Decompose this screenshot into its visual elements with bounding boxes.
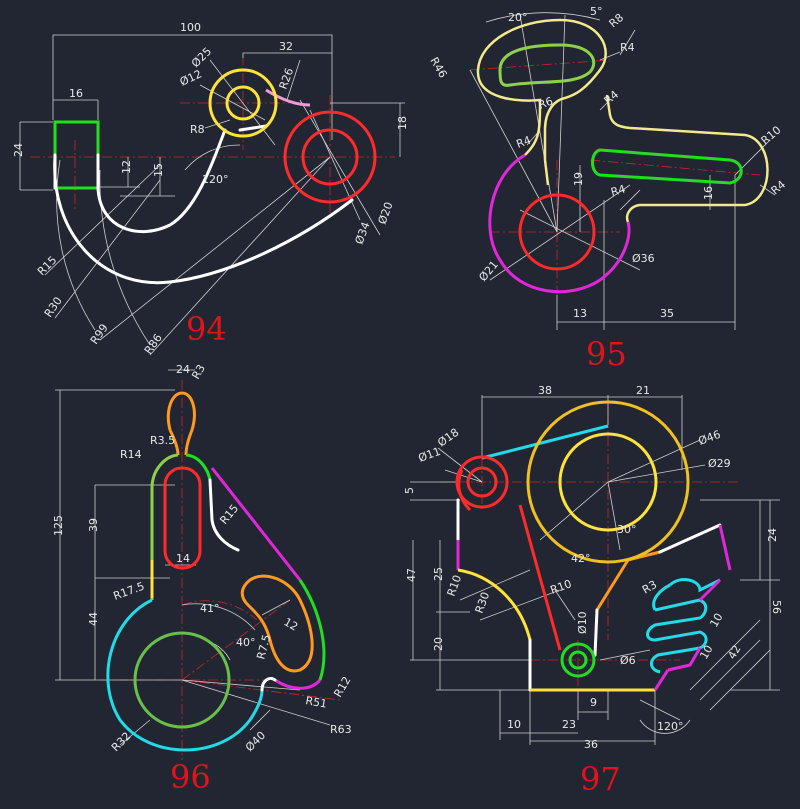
dim-r15: R15 bbox=[35, 254, 59, 278]
dim-dia40: Ø40 bbox=[243, 729, 268, 754]
dim-39: 39 bbox=[87, 518, 100, 532]
drawing-number-95: 95 bbox=[586, 335, 627, 373]
dim-120deg: 120° bbox=[657, 720, 684, 733]
dim-20: 20 bbox=[432, 637, 445, 651]
dim-38: 38 bbox=[538, 384, 552, 397]
drawing-94: 100 32 16 24 Ø25 Ø12 R26 R8 18 12 15 120… bbox=[12, 21, 409, 357]
dim-20deg: 20° bbox=[508, 11, 528, 24]
dim-r3: R3 bbox=[640, 578, 659, 597]
dim-125: 125 bbox=[52, 515, 65, 536]
dim-dia21: Ø21 bbox=[476, 258, 501, 284]
drawing-95: 20° 5° R8 R4 R46 R6 R4 R4 R10 R4 19 R4 1… bbox=[427, 5, 788, 373]
dim-25: 25 bbox=[432, 567, 445, 581]
dim-32: 32 bbox=[279, 40, 293, 53]
dim-44: 44 bbox=[87, 612, 100, 626]
drawing-number-96: 96 bbox=[170, 758, 211, 796]
drawing-number-94: 94 bbox=[186, 310, 227, 348]
dim-5: 5 bbox=[403, 487, 416, 494]
dim-10-b: 10 bbox=[697, 643, 715, 662]
dim-r15: R15 bbox=[217, 502, 241, 527]
dim-14: 14 bbox=[176, 552, 190, 565]
dim-r4-a: R4 bbox=[620, 41, 635, 54]
dim-r4-e: R4 bbox=[609, 183, 627, 199]
dim-16: 16 bbox=[69, 87, 83, 100]
dim-dia34: Ø34 bbox=[353, 220, 373, 246]
dim-12: 12 bbox=[120, 160, 133, 174]
dim-dia20: Ø20 bbox=[376, 200, 396, 226]
dim-r51: R51 bbox=[304, 694, 328, 711]
dim-r3: R3 bbox=[189, 362, 208, 381]
dim-19: 19 bbox=[572, 172, 585, 186]
dim-5deg: 5° bbox=[590, 5, 603, 18]
dim-100: 100 bbox=[180, 21, 201, 34]
dim-r10-b: R10 bbox=[549, 577, 574, 597]
drawing-97: 38 21 Ø18 Ø46 Ø11 Ø29 5 30° 24 42° 47 25… bbox=[403, 384, 783, 798]
dim-r30: R30 bbox=[473, 590, 493, 615]
dim-10-c: 10 bbox=[507, 718, 521, 731]
dim-r12: R12 bbox=[331, 674, 353, 699]
dim-r86: R86 bbox=[142, 332, 165, 357]
dim-r8: R8 bbox=[190, 123, 205, 136]
dim-23: 23 bbox=[562, 718, 576, 731]
dim-r4-b: R4 bbox=[602, 88, 622, 107]
dim-dia36: Ø36 bbox=[632, 252, 655, 265]
dim-r32: R32 bbox=[109, 730, 133, 754]
dim-40deg: 40° bbox=[236, 636, 256, 649]
dim-42: 42 bbox=[725, 643, 743, 662]
drawing-96: 24 R3 R3.5 R14 39 R15 14 125 R17.5 44 41… bbox=[52, 362, 353, 796]
dim-r7-5: R7.5 bbox=[254, 633, 273, 661]
dim-dia29: Ø29 bbox=[708, 457, 731, 470]
dim-r17-5: R17.5 bbox=[112, 580, 147, 603]
dim-dia18: Ø18 bbox=[435, 426, 461, 450]
drawing-number-97: 97 bbox=[580, 760, 621, 798]
dim-47: 47 bbox=[405, 568, 418, 582]
dim-r10-a: R10 bbox=[445, 573, 465, 598]
dim-dia25: Ø25 bbox=[189, 45, 214, 70]
dim-r26: R26 bbox=[277, 66, 297, 91]
dim-r63: R63 bbox=[330, 723, 352, 736]
dim-12: 12 bbox=[282, 615, 301, 633]
dim-r46: R46 bbox=[427, 55, 449, 80]
dim-r6: R6 bbox=[537, 95, 555, 112]
dim-r30: R30 bbox=[42, 295, 65, 320]
dim-r8: R8 bbox=[607, 11, 627, 30]
dim-r14: R14 bbox=[120, 448, 142, 461]
dim-18: 18 bbox=[396, 116, 409, 130]
dim-r3-5: R3.5 bbox=[150, 434, 175, 447]
dim-dia11: Ø11 bbox=[417, 445, 443, 465]
dim-dia12: Ø12 bbox=[178, 67, 204, 88]
dim-24: 24 bbox=[766, 528, 779, 542]
dim-36: 36 bbox=[584, 738, 598, 751]
dim-30deg: 30° bbox=[617, 523, 637, 536]
dim-r4-c: R4 bbox=[515, 134, 533, 151]
dim-21: 21 bbox=[636, 384, 650, 397]
dim-56: 56 bbox=[770, 600, 783, 614]
dim-r10: R10 bbox=[759, 123, 784, 147]
dim-dia10: Ø10 bbox=[576, 611, 589, 634]
dim-dia6: Ø6 bbox=[620, 654, 636, 667]
dim-dia46: Ø46 bbox=[697, 428, 723, 448]
dim-9: 9 bbox=[590, 696, 597, 709]
dim-24: 24 bbox=[176, 363, 190, 376]
dim-35: 35 bbox=[660, 307, 674, 320]
dim-15: 15 bbox=[152, 163, 165, 177]
dim-41deg: 41° bbox=[200, 602, 220, 615]
dim-16: 16 bbox=[702, 186, 715, 200]
dim-24: 24 bbox=[12, 143, 25, 157]
dim-13: 13 bbox=[573, 307, 587, 320]
dim-r4-d: R4 bbox=[769, 178, 789, 197]
dim-10-a: 10 bbox=[707, 611, 725, 630]
dim-120deg: 120° bbox=[202, 173, 229, 186]
dim-42deg: 42° bbox=[571, 552, 591, 565]
